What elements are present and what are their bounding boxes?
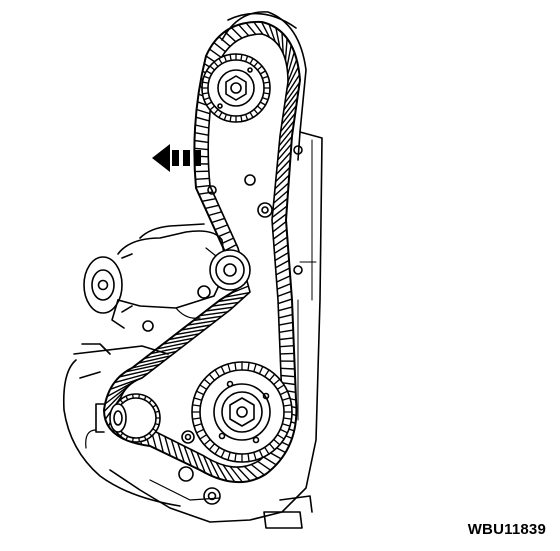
belt-tooth [277,276,291,282]
belt-tooth [194,148,208,149]
belt-tooth [279,330,293,332]
belt-tooth [215,225,228,230]
belt-tooth [276,167,290,181]
belt-tooth [276,268,290,275]
belt-tooth [219,37,230,47]
belt-tooth [275,245,288,253]
belt-tooth [212,218,225,222]
belt-tooth [254,22,263,34]
belt-tooth [195,125,209,128]
belt-tooth [218,232,231,237]
sprocket-tooth [139,438,140,442]
belt-tooth [273,198,288,210]
lower-sprocket-hub-nut [230,398,254,426]
belt-tooth [205,205,218,208]
belt-tooth [280,353,294,354]
sprocket-tooth [133,438,134,442]
belt-tooth [231,28,242,38]
tensioner-pulley [206,248,250,290]
belt-tooth [280,338,294,340]
belt-tooth [225,32,236,42]
belt-tooth [210,49,222,58]
belt-tooth [239,25,249,36]
belt-tooth [278,291,292,296]
belt-tooth [278,307,292,311]
sprocket-tooth [139,394,140,398]
belt-tooth [263,457,276,465]
belt-tooth [209,212,222,216]
belt-tooth [196,186,210,188]
belt-tooth [274,237,287,246]
upper-sprocket-hub-nut [226,76,246,100]
belt-tooth [197,110,210,114]
belt-tooth [278,299,292,304]
belt-tooth [274,183,288,196]
belt-tooth [195,141,209,143]
belt-tooth [196,117,210,121]
belt-tooth [230,467,242,483]
belt-tooth [281,376,295,377]
belt-tooth [277,284,291,290]
belt-tooth [275,175,289,189]
belt-tooth [274,191,289,204]
belt-tooth [195,178,209,179]
belt-tooth [273,229,286,239]
belt-tooth [275,253,288,261]
belt-tooth [281,368,295,369]
belt-tooth [286,38,288,60]
figure-code-label: WBU11839 [468,521,546,538]
belt-tooth [214,43,226,52]
belt-tooth [221,238,233,244]
belt-tooth [246,23,256,34]
upper-camshaft-sprocket [202,54,270,122]
belt-tooth [280,346,294,347]
belt-tooth [279,315,293,318]
belt-tooth [258,461,271,470]
belt-tooth [276,160,290,175]
belt-tooth [277,152,291,167]
belt-tooth [276,260,289,267]
belt-tooth [279,322,293,325]
belt-tooth [195,133,209,136]
sprocket-tooth [133,394,134,398]
lower-camshaft-sprocket [192,362,292,462]
belt-tooth [251,465,264,476]
belt-tooth [202,199,216,202]
